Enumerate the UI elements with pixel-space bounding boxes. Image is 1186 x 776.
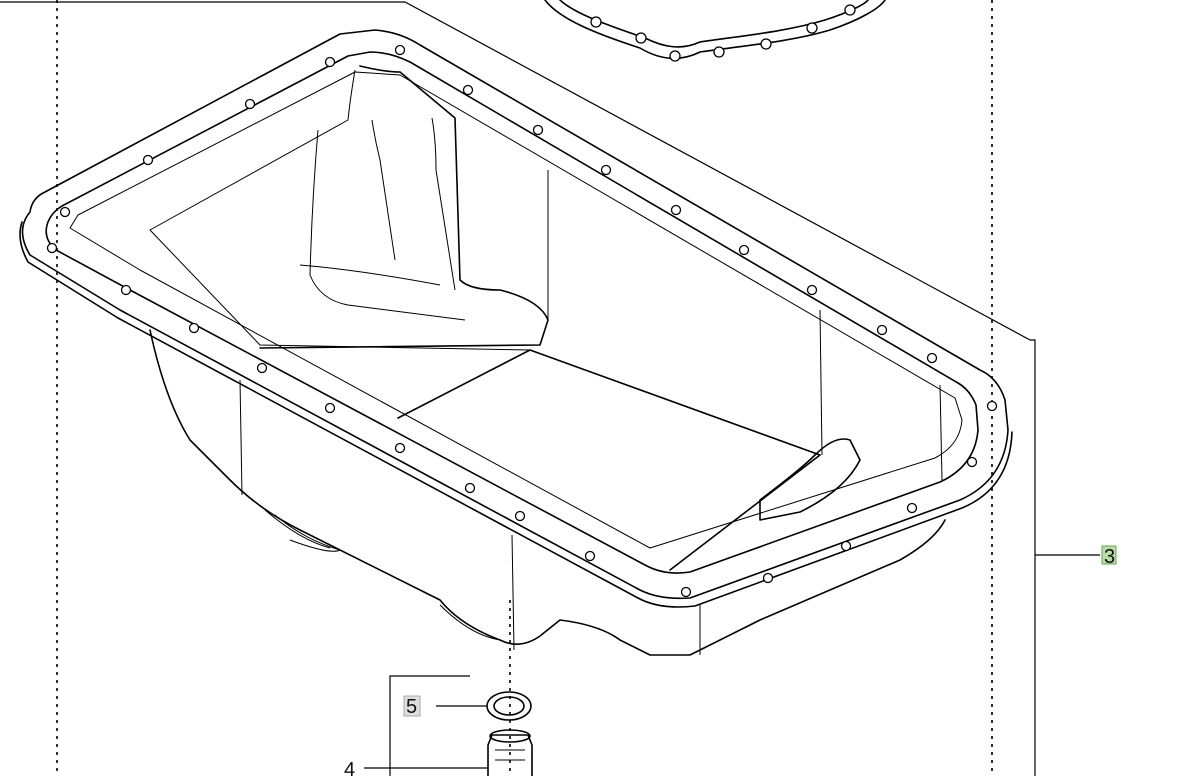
leader-line-top [0, 1, 1031, 341]
callout-5-label: 5 [406, 696, 417, 718]
callout-3-label: 3 [1104, 546, 1115, 568]
flange-bolt-holes [46, 44, 998, 598]
callout-5[interactable]: 5 [403, 695, 487, 718]
callout-3-highlight [1101, 545, 1117, 565]
drain-plug [487, 729, 533, 776]
drain-plug-washer [486, 691, 532, 721]
oil-pan [19, 29, 1013, 656]
leader-line-3 [1030, 339, 1036, 776]
callout-4[interactable]: 4 [344, 759, 488, 776]
oil-pan-gasket [544, 0, 886, 62]
callout-bracket [389, 675, 470, 776]
callout-3[interactable]: 3 [1030, 339, 1117, 776]
callout-5-highlight [403, 695, 421, 717]
callout-4-label: 4 [344, 759, 355, 776]
